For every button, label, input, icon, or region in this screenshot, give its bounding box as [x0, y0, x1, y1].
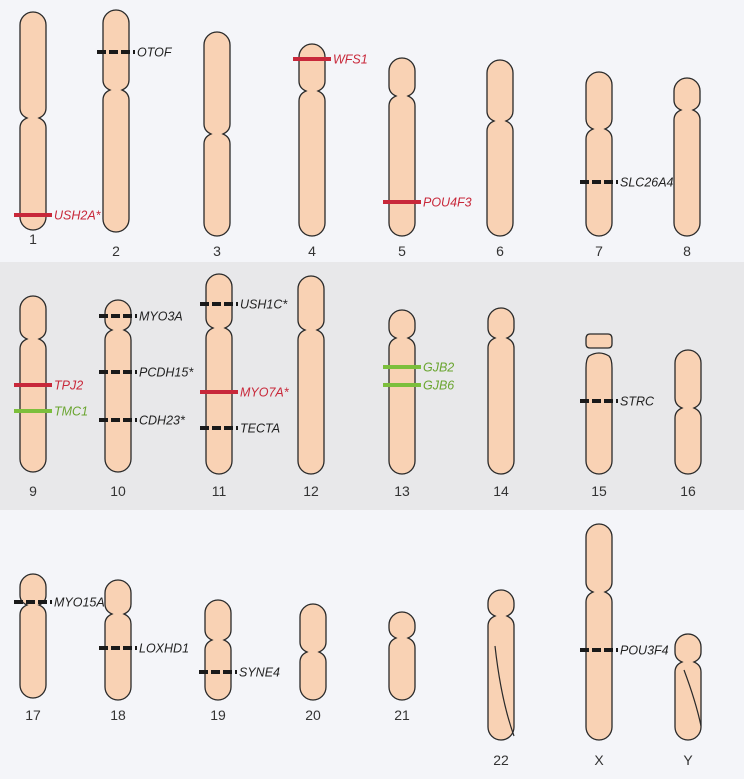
- chromosome-7-body: [586, 72, 612, 236]
- chromosome-number-10: 10: [110, 483, 126, 499]
- chromosome-18-body: [105, 580, 131, 700]
- gene-label-wfs1: WFS1: [333, 53, 368, 67]
- chromosome-number-17: 17: [25, 707, 41, 723]
- chromosome-15-body: [586, 334, 612, 474]
- chromosome-14-body: [488, 308, 514, 474]
- chromosome-2-body: [103, 10, 129, 232]
- gene-label-gjb6: GJB6: [423, 379, 454, 393]
- chromosome-6-body: [487, 60, 513, 236]
- gene-label-loxhd1: LOXHD1: [139, 642, 189, 656]
- chromosome-x-body: [586, 524, 612, 740]
- chromosome-number-19: 19: [210, 707, 226, 723]
- chromosome-6: 6: [487, 60, 513, 259]
- gene-label-slc26a4: SLC26A4*: [620, 176, 680, 190]
- chromosome-19-body: [205, 600, 231, 700]
- gene-label-myo7a: MYO7A*: [240, 386, 290, 400]
- chromosome-number-6: 6: [496, 243, 504, 259]
- chromosome-number-11: 11: [212, 483, 227, 499]
- chromosome-10-body: [105, 300, 131, 472]
- gene-label-myo15a: MYO15A: [54, 596, 105, 610]
- chromosome-number-2: 2: [112, 243, 120, 259]
- chromosome-number-1: 1: [29, 231, 37, 247]
- chromosome-8-body: [674, 78, 700, 236]
- chromosome-number-7: 7: [595, 243, 603, 259]
- gene-label-pou3f4: POU3F4: [620, 644, 669, 658]
- gene-label-tecta: TECTA: [240, 422, 280, 436]
- gene-label-cdh23: CDH23*: [139, 414, 186, 428]
- chromosome-17-body: [20, 574, 46, 698]
- chromosome-number-21: 21: [394, 707, 410, 723]
- chromosome-y-body: [675, 634, 701, 740]
- chromosome-16-body: [675, 350, 701, 474]
- chromosome-5-body: [389, 58, 415, 236]
- chromosome-number-y: Y: [683, 752, 693, 768]
- chromosome-21-body: [389, 612, 415, 700]
- chromosome-1-body: [20, 12, 46, 230]
- chromosome-number-5: 5: [398, 243, 406, 259]
- chromosome-12: 12: [298, 276, 324, 499]
- chromosome-number-8: 8: [683, 243, 691, 259]
- gene-label-otof: OTOF: [137, 46, 173, 60]
- chromosome-number-9: 9: [29, 483, 37, 499]
- chromosome-number-13: 13: [394, 483, 410, 499]
- chromosome-number-20: 20: [305, 707, 321, 723]
- chromosome-14: 14: [488, 308, 514, 499]
- gene-label-strc: STRC: [620, 395, 655, 409]
- chromosome-number-3: 3: [213, 243, 221, 259]
- chromosome-12-body: [298, 276, 324, 474]
- gene-label-pcdh15: PCDH15*: [139, 366, 194, 380]
- chromosome-number-12: 12: [303, 483, 319, 499]
- gene-label-ush1c: USH1C*: [240, 298, 288, 312]
- gene-label-gjb2: GJB2: [423, 361, 454, 375]
- chromosome-number-14: 14: [493, 483, 509, 499]
- gene-label-myo3a: MYO3A: [139, 310, 183, 324]
- chromosome-number-15: 15: [591, 483, 607, 499]
- chromosome-22-body: [488, 590, 514, 740]
- chromosome-number-18: 18: [110, 707, 126, 723]
- gene-label-tpj2: TPJ2: [54, 379, 83, 393]
- chromosome-13-body: [389, 310, 415, 474]
- chromosome-number-x: X: [594, 752, 604, 768]
- chromosome-3: 3: [204, 32, 230, 259]
- chromosome-8: 8: [674, 78, 700, 259]
- gene-label-syne4: SYNE4: [239, 666, 280, 680]
- gene-label-pou4f3: POU4F3: [423, 196, 472, 210]
- gene-label-tmc1: TMC1: [54, 405, 88, 419]
- chromosome-number-4: 4: [308, 243, 316, 259]
- chromosome-number-16: 16: [680, 483, 696, 499]
- chromosome-number-22: 22: [493, 752, 509, 768]
- gene-label-ush2a: USH2A*: [54, 209, 102, 223]
- chromosome-4-body: [299, 44, 325, 236]
